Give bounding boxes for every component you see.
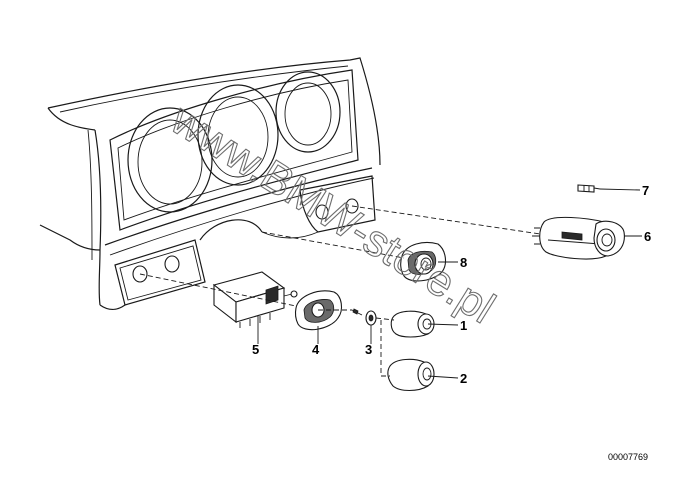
bulb — [577, 184, 601, 193]
dashboard-illustration — [39, 57, 381, 311]
relay-unit — [212, 271, 298, 328]
assembly-lines — [139, 205, 541, 377]
callout-4: 4 — [312, 342, 320, 357]
diagram-reference-number: 00007769 — [608, 452, 648, 462]
knob-long — [387, 358, 435, 392]
callout-6: 6 — [644, 229, 651, 244]
callout-2: 2 — [460, 371, 467, 386]
rotary-switch — [532, 216, 625, 260]
callout-7: 7 — [642, 183, 649, 198]
callout-5: 5 — [252, 342, 259, 357]
callout-8: 8 — [460, 255, 467, 270]
knob-short — [390, 310, 435, 338]
callout-3: 3 — [365, 342, 372, 357]
switch-bezel — [294, 290, 343, 331]
screw-nut — [351, 308, 377, 326]
leader-lines — [257, 188, 642, 379]
bezel-knob-assembly — [400, 241, 447, 282]
callout-1: 1 — [460, 318, 467, 333]
